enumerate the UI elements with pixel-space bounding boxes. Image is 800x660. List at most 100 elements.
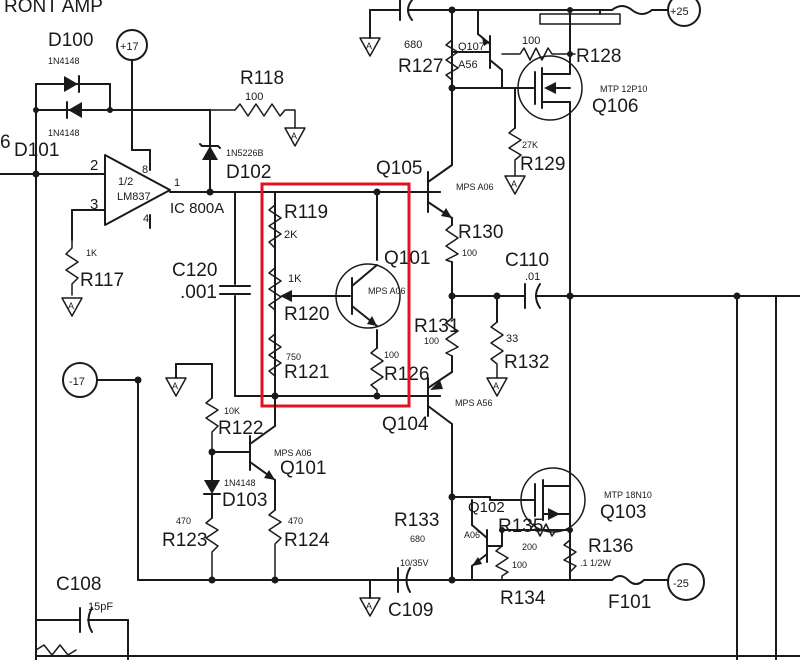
c109-value: 10/35V (400, 558, 429, 568)
d102-type: 1N5226B (226, 148, 264, 158)
ground-label: A (493, 381, 499, 391)
ground-label: A (291, 131, 297, 141)
vbe-multiplier: R119 2K 1K R120 750 R121 MPS A06 Q101 10… (234, 188, 441, 400)
r122-label: R122 (218, 418, 263, 439)
header-text: RONT AMP (4, 0, 103, 17)
ic-half-label: 1/2 (118, 176, 133, 188)
q105-label: Q105 (376, 158, 422, 179)
transistor-q102: Q102 A06 (464, 499, 505, 581)
transistor-q101-bottom: MPS A06 Q101 (249, 395, 326, 511)
capacitor-c120: C120 .001 (172, 191, 251, 397)
opamp-ic800a: 2 3 8 4 1 1/2 LM837 IC 800A (0, 149, 276, 241)
zener-d102: 1N5226B D102 (199, 109, 271, 193)
r122-value: 10K (224, 406, 240, 416)
r127-value: 680 (404, 39, 422, 51)
r121-value: 750 (286, 352, 301, 362)
r121-label: R121 (284, 362, 329, 383)
c110-label: C110 (505, 250, 549, 271)
ic-part-label: LM837 (117, 191, 151, 203)
r132-value: 33 (506, 333, 518, 345)
resistor-r123: 470 R123 (162, 516, 219, 581)
pin2-label: 2 (90, 157, 98, 174)
q101-bottom-label: Q101 (280, 458, 326, 479)
q103-label: Q103 (600, 502, 646, 523)
c110-value: .01 (525, 271, 540, 283)
r133-value: 680 (410, 534, 425, 544)
r133-label: R133 (394, 510, 439, 531)
resistor-r135: R135 200 (498, 516, 571, 552)
r127-label: R127 (398, 56, 443, 77)
d103-type: 1N4148 (224, 478, 256, 488)
r130-label: R130 (458, 222, 503, 243)
transistor-q104: Q104 MPS A56 (382, 371, 493, 435)
diode-d103: 1N4148 D103 (203, 451, 267, 519)
d100-type: 1N4148 (48, 56, 80, 66)
r124-label: R124 (284, 530, 330, 551)
ground-label: A (366, 601, 372, 611)
resistor-r117: 1K R117 A (61, 239, 124, 317)
r126-value: 100 (384, 350, 399, 360)
d101-type: 1N4148 (48, 128, 80, 138)
r132-label: R132 (504, 352, 549, 373)
transistor-q107: Q107 A56 (451, 9, 503, 89)
r136-label: R136 (588, 536, 633, 557)
q104-type-a: MPS A56 (455, 398, 493, 408)
r118-label: R118 (240, 68, 284, 89)
r131-value: 100 (424, 336, 439, 346)
c120-value: .001 (180, 282, 217, 303)
r128-label: R128 (576, 46, 621, 67)
highlight-box (260, 182, 411, 408)
c108-value: 15pF (88, 601, 113, 613)
left-edge-label: 6 (0, 132, 11, 153)
q106-type: MTP 12P10 (600, 84, 647, 94)
d100-label: D100 (48, 30, 93, 51)
r134-label: R134 (500, 588, 546, 609)
rail-minus25: -25 F101 (451, 563, 705, 613)
diode-d100: D100 1N4148 1N4148 D101 (14, 30, 211, 175)
resistor-r124: 470 R124 (268, 509, 330, 581)
ground-label: A (511, 179, 517, 189)
r123-label: R123 (162, 530, 207, 551)
r129-label: R129 (520, 154, 565, 175)
r135-value: 200 (522, 542, 537, 552)
rail-plus17-label: +17 (120, 41, 139, 53)
r123-value: 470 (176, 516, 191, 526)
r120-value: 1K (288, 273, 302, 285)
d103-label: D103 (222, 490, 267, 511)
output-column (448, 6, 526, 584)
resistor-r127: 680 R127 (398, 39, 459, 81)
q102-type: A06 (464, 530, 480, 540)
r119-label: R119 (284, 202, 328, 223)
r124-value: 470 (288, 516, 303, 526)
d101-label: D101 (14, 140, 59, 161)
q104-label: Q104 (382, 414, 429, 435)
pin3-label: 3 (90, 196, 98, 213)
resistor-r133: R133 680 (394, 496, 491, 544)
q101-top-type: MPS A06 (368, 286, 406, 296)
resistor-r131: R131 100 (414, 316, 459, 357)
resistor-r130: R130 100 (445, 222, 503, 263)
output-bus (35, 295, 800, 660)
mosfet-q103: MTP 18N10 Q103 (489, 467, 652, 533)
resistor-r129: 27K R129 A (504, 127, 565, 195)
r134-value: 100 (512, 560, 527, 570)
q101-bottom-type: MPS A06 (274, 448, 312, 458)
r135-label: R135 (498, 516, 543, 537)
rail-minus17-label: -17 (69, 376, 85, 388)
ground-label: A (172, 381, 178, 391)
r129-value: 27K (522, 140, 538, 150)
rail-minus17: -17 (62, 362, 453, 584)
ic-label: IC 800A (170, 200, 224, 217)
r136-value: .1 1/2W (580, 558, 612, 568)
mosfet-q106: MTP 12P10 Q106 (451, 7, 647, 581)
f101-label: F101 (608, 592, 651, 613)
c120-label: C120 (172, 260, 217, 281)
pin4-label: 4 (143, 213, 149, 225)
c108-label: C108 (56, 574, 101, 595)
r131-label: R131 (414, 316, 459, 337)
capacitor-c108: C108 15pF (35, 173, 129, 660)
ground-label: A (68, 301, 74, 311)
r128-value: 100 (522, 35, 540, 47)
q107-label: Q107 (458, 41, 485, 53)
q107-type: A56 (458, 59, 478, 71)
